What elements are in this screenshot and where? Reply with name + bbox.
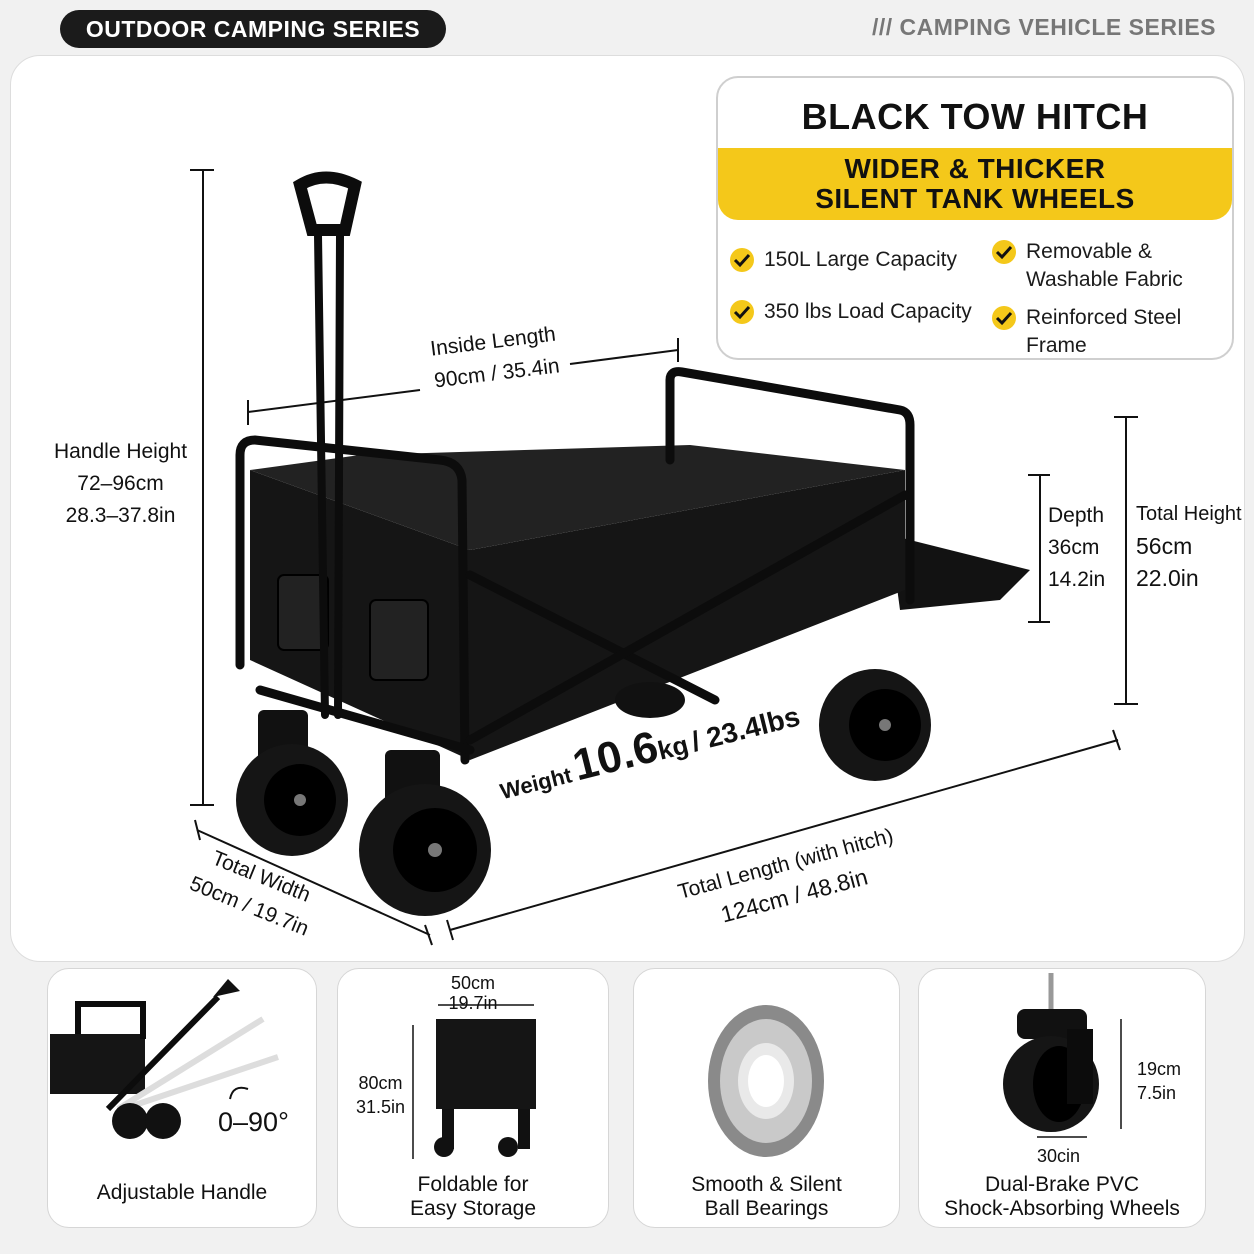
feature-label: Reinforced Steel Frame	[1026, 306, 1182, 357]
feature-item: Removable & Washable Fabric	[992, 238, 1183, 294]
feature-card-ball-bearings: Smooth & Silent Ball Bearings	[633, 968, 900, 1228]
depth-label: Depth	[1048, 504, 1105, 527]
wheel-height-cm: 19cm	[1137, 1059, 1182, 1079]
weight-unit: kg	[654, 729, 692, 766]
handle-height-in: 28.3–37.8in	[65, 504, 176, 527]
feature-card-wheels: 19cm 7.5in 30cin Dual-Brake PVC Shock-Ab…	[918, 968, 1206, 1228]
card-label-line2: Easy Storage	[409, 1197, 537, 1220]
adjustable-handle-illustration	[50, 979, 279, 1139]
total-height-label: Total Height	[1136, 503, 1242, 525]
fold-height-cm: 80cm	[358, 1073, 403, 1093]
fold-width-cm: 50cm	[450, 973, 495, 993]
feature-item: 150L Large Capacity	[730, 246, 957, 274]
handle-height-cm: 72–96cm	[77, 472, 164, 495]
info-subtitle-banner: WIDER & THICKER SILENT TANK WHEELS	[718, 148, 1232, 220]
total-height-dimension: Total Height 56cm 22.0in	[1136, 498, 1242, 594]
checkmark-icon	[992, 240, 1016, 264]
feature-label: 350 lbs Load Capacity	[764, 300, 972, 323]
checkmark-icon	[730, 300, 754, 324]
wheel-height-in: 7.5in	[1137, 1083, 1177, 1103]
checkmark-icon	[992, 306, 1016, 330]
feature-label-line2: Washable Fabric	[1026, 268, 1183, 291]
checkmark-icon	[730, 248, 754, 272]
feature-label: Removable &	[1026, 240, 1153, 263]
card-label: Smooth & Silent	[691, 1173, 842, 1196]
caster-wheel-icon	[1003, 973, 1122, 1138]
ball-bearing-icon	[708, 1005, 824, 1157]
card-label: Dual-Brake PVC	[984, 1173, 1140, 1196]
info-title: BLACK TOW HITCH	[801, 96, 1149, 137]
depth-dimension: Depth 36cm 14.2in	[1048, 500, 1105, 596]
folded-wagon-illustration	[412, 1004, 536, 1159]
card-label-line2: Shock-Absorbing Wheels	[944, 1197, 1180, 1220]
handle-height-label: Handle Height	[53, 440, 188, 463]
fold-width-dimension: 50cm 19.7in	[338, 973, 608, 1013]
wheel-width-dimension: 30cin	[1037, 1146, 1081, 1166]
feature-card-foldable: 50cm 19.7in 80cm 31.5in Foldable for Eas…	[337, 968, 609, 1228]
depth-cm: 36cm	[1048, 536, 1100, 559]
fold-height-dimension: 80cm 31.5in	[356, 1071, 405, 1119]
wagon-illustration	[190, 169, 1138, 946]
wheel-height-dimension: 19cm 7.5in	[1137, 1057, 1181, 1105]
series-right-label: /// CAMPING VEHICLE SERIES	[872, 14, 1216, 40]
fold-height-in: 31.5in	[356, 1097, 406, 1117]
fold-width-in: 19.7in	[448, 993, 498, 1013]
total-height-cm: 56cm	[1136, 533, 1193, 559]
feature-item: Reinforced Steel Frame	[992, 304, 1232, 358]
info-subtitle-line2: SILENT TANK WHEELS	[815, 183, 1135, 214]
total-height-in: 22.0in	[1136, 565, 1199, 591]
series-left-label: OUTDOOR CAMPING SERIES	[85, 15, 421, 42]
depth-in: 14.2in	[1048, 568, 1106, 591]
handle-angle-label: 0–90°	[218, 1107, 289, 1137]
feature-card-adjustable-handle: 0–90° Adjustable Handle	[47, 968, 317, 1228]
info-subtitle-line1: WIDER & THICKER	[844, 153, 1106, 184]
card-label: Adjustable Handle	[96, 1181, 268, 1204]
series-pill: OUTDOOR CAMPING SERIES	[60, 10, 446, 48]
feature-info-box: BLACK TOW HITCH WIDER & THICKER SILENT T…	[716, 76, 1234, 360]
feature-item: 350 lbs Load Capacity	[730, 298, 972, 326]
card-label-line2: Ball Bearings	[704, 1197, 829, 1220]
handle-height-dimension: Handle Height 72–96cm 28.3–37.8in	[48, 436, 193, 532]
card-label: Foldable for	[417, 1173, 529, 1196]
feature-label: 150L Large Capacity	[764, 248, 958, 271]
rotate-arrow-icon	[229, 1086, 249, 1100]
